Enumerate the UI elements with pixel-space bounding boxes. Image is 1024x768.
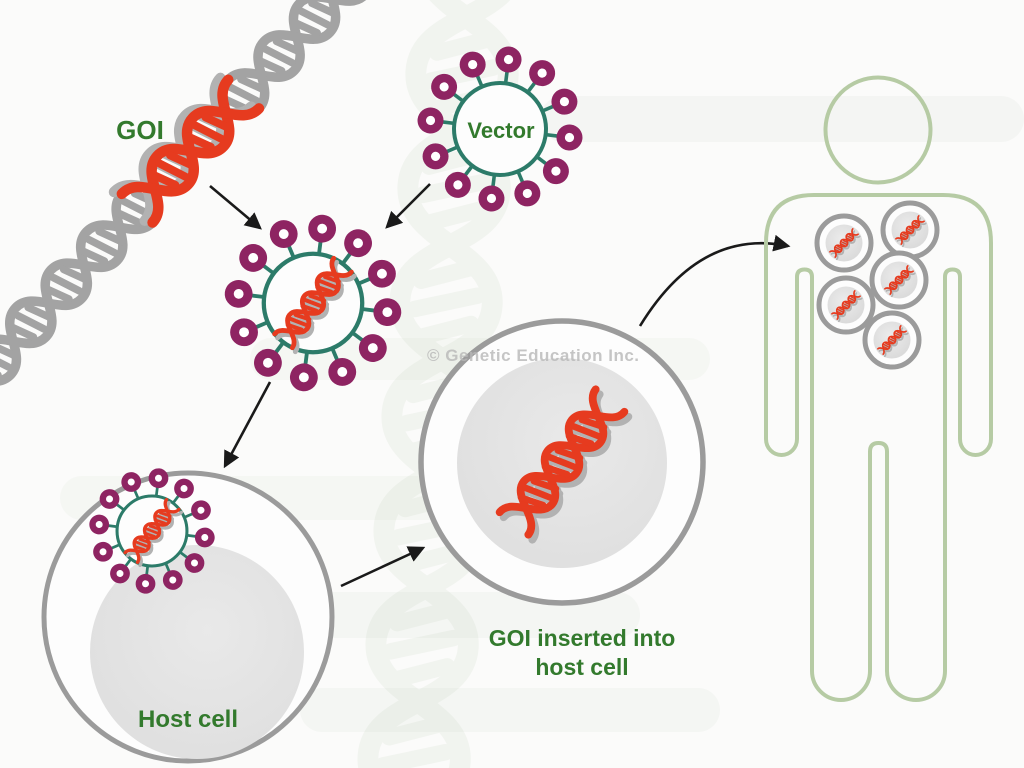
arrow-recombinant-to-hostcell [223, 381, 272, 469]
human-head [823, 75, 933, 185]
modified-cell-icon [819, 278, 873, 332]
arrow-goi-to-vector [209, 185, 262, 230]
modified-cell-icon [872, 253, 926, 307]
goi-label: GOI [116, 115, 164, 145]
arrow-vector-to-recombinant [385, 183, 431, 229]
modified-cell-icon [865, 313, 919, 367]
arrow-hostcell-to-inserted [340, 546, 426, 588]
host-cell-nucleus [90, 545, 304, 759]
human-body-icon [764, 75, 993, 703]
watermark-text: © Genetic Education Inc. [427, 346, 640, 365]
goi-inserted-cell-icon [418, 318, 706, 606]
host-cell-icon: Host cell [41, 467, 335, 764]
goi-inserted-label-line2: host cell [535, 654, 628, 680]
human-torso-limbs [764, 193, 993, 703]
modified-cells-group [817, 203, 937, 367]
modified-cell-icon [817, 216, 871, 270]
host-cell-label: Host cell [138, 706, 238, 733]
modified-cell-icon [883, 203, 937, 257]
vector-label: Vector [467, 118, 535, 143]
goi-inserted-label-line1: GOI inserted into [489, 625, 676, 651]
